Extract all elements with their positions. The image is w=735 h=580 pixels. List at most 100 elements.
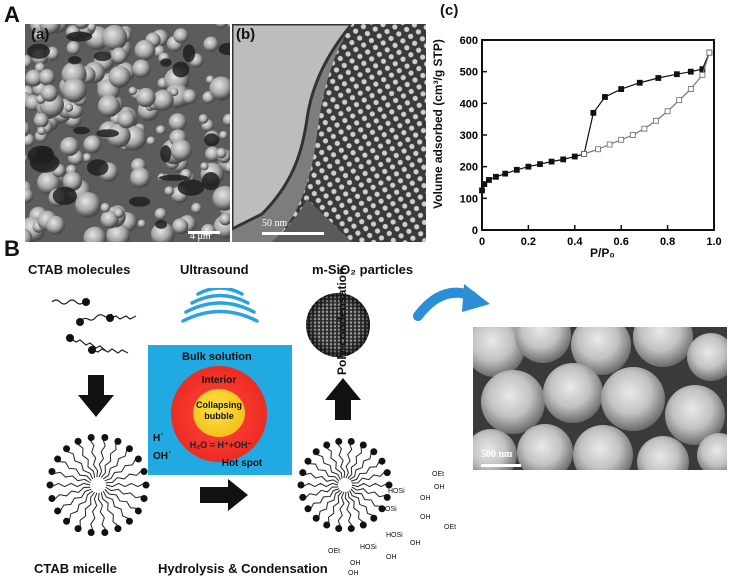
silanol-label: OH (434, 484, 445, 491)
data-point (513, 166, 520, 173)
silanol-label: OH (348, 570, 359, 577)
data-point (706, 49, 713, 56)
data-point (655, 75, 662, 81)
y-tick-label: 300 (460, 130, 478, 142)
sem-a-label: (a) (31, 26, 50, 43)
silanol-label: HOSi (388, 488, 405, 495)
y-tick-label: 400 (460, 98, 478, 110)
data-point (560, 156, 567, 163)
ultrasound-title: Ultrasound (180, 262, 249, 277)
collapsing-bubble-label: Collapsing bubble (195, 400, 242, 421)
collapsing-bubble (193, 389, 245, 437)
down-arrow-icon (78, 375, 114, 417)
data-point (606, 141, 613, 148)
data-point (673, 71, 680, 78)
silanol-label: OH (420, 495, 431, 502)
ctab-molecules-title: CTAB molecules (28, 262, 131, 277)
sem-texture (25, 24, 230, 242)
y-tick-label: 200 (460, 162, 478, 174)
x-tick-label: 0.2 (521, 236, 536, 248)
ctab-micelle-drawing (46, 433, 150, 537)
ctab-molecules-drawing (51, 298, 137, 354)
data-point (687, 86, 694, 92)
data-point (602, 94, 608, 100)
panel-b-label: B (4, 236, 20, 261)
data-point (636, 79, 643, 86)
data-point (618, 86, 625, 92)
data-point (548, 158, 555, 165)
plot-frame (481, 39, 715, 231)
msio2-particle (306, 293, 370, 357)
tem-scale-label: 50 nm (262, 218, 288, 229)
hot-spot-label: Hot spot (221, 458, 263, 469)
msio2-title: m-SiO₂ particles (312, 262, 414, 277)
data-point (581, 151, 587, 157)
sem-particles-texture (473, 327, 727, 470)
silanol-label: OEt (444, 524, 457, 531)
sem-scalebar-line (188, 231, 220, 234)
data-point (537, 161, 543, 168)
data-point (525, 163, 532, 170)
data-point (664, 108, 671, 115)
interior-label: Interior (201, 375, 237, 386)
up-arrow-icon (325, 378, 361, 420)
silanol-label: OEt (432, 471, 445, 478)
data-point (618, 136, 625, 143)
sem-scale-label: 4 μm (190, 231, 211, 242)
isotherm-xlabel: P/P₀ (590, 246, 615, 260)
sem-particles-scale-label: 500 nm (481, 449, 513, 460)
silanol-label: HOSi (380, 506, 397, 513)
data-point (687, 68, 694, 75)
x-tick-label: 0.8 (660, 236, 675, 248)
data-point (676, 97, 683, 104)
data-point (653, 117, 659, 124)
data-point (699, 71, 706, 78)
x-tick-label: 0 (479, 236, 485, 248)
ctab-micelle-title: CTAB micelle (34, 561, 117, 576)
data-point (502, 170, 509, 177)
water-split-label: H₂O = H⁺+OH⁻ (189, 440, 253, 450)
data-point (571, 153, 578, 160)
x-tick-label: 1.0 (706, 236, 721, 248)
tem-texture (232, 24, 426, 242)
silanol-label: OH (386, 554, 397, 561)
hydrolysis-title: Hydrolysis & Condensation (158, 561, 328, 576)
x-tick-label: 0.6 (614, 236, 629, 248)
curved-arrow-icon (413, 284, 490, 321)
silanol-label: OH (410, 540, 421, 547)
y-tick-label: 500 (460, 67, 478, 79)
oh-radical-label: OH˙ (153, 451, 172, 462)
ultrasound-waves-icon (181, 288, 259, 323)
data-point (590, 109, 597, 116)
right-arrow-icon (200, 479, 248, 511)
data-point (481, 181, 488, 187)
data-point (595, 146, 601, 153)
silica-micelle-drawing (297, 437, 393, 533)
y-tick-label: 0 (472, 225, 478, 237)
tem-scalebar (262, 232, 324, 235)
isotherm-c-label: (c) (440, 2, 459, 19)
data-point (493, 173, 499, 180)
polycondensation-label: Poly-condensation (335, 267, 349, 375)
silanol-label: HOSi (386, 532, 403, 539)
h-radical-label: H˙ (153, 433, 164, 444)
y-tick-label: 100 (460, 193, 478, 205)
silanol-label: OH (420, 514, 431, 521)
tem-image-b: (b) 50 nm (232, 24, 426, 242)
data-point (699, 66, 706, 73)
data-point (641, 125, 648, 132)
data-point (479, 187, 485, 194)
x-tick-label: 0.4 (567, 236, 583, 248)
data-point (629, 132, 636, 138)
silanol-label: HOSi (360, 544, 377, 551)
sem-particles-scalebar (481, 464, 521, 467)
data-point (486, 177, 492, 183)
sem-image-a: (a) 4 μm (25, 24, 230, 242)
bulk-solution-label: Bulk solution (182, 351, 252, 363)
silanol-label: OH (350, 560, 361, 567)
tem-b-label: (b) (236, 26, 256, 43)
panel-a-label: A (4, 2, 20, 27)
y-tick-label: 600 (460, 35, 478, 47)
isotherm-chart: 0 100 200 300 400 500 600 0 0.2 0.4 0.6 0.8 1.0 (460, 35, 722, 248)
silanol-label: OEt (328, 548, 341, 555)
